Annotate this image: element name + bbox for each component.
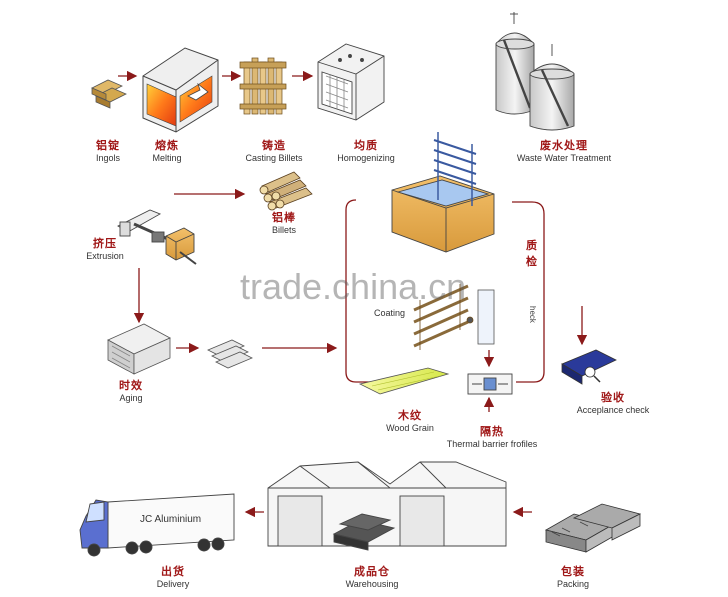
label-thermal-barrier-en: Thermal barrier frofiles [446, 439, 538, 449]
label-ingots-en: Ingols [95, 153, 121, 163]
label-billets: 铝棒 Billets [262, 212, 306, 236]
warehouse-illustration [267, 461, 507, 551]
quality-check-en: heck [528, 306, 537, 323]
profiles-illustration [207, 339, 253, 369]
quality-check-zh-1: 质 [526, 240, 537, 252]
label-acceptance-en: Acceplance check [576, 405, 650, 415]
casting-billets-illustration [239, 57, 287, 115]
label-packing-en: Packing [556, 579, 590, 589]
acceptance-check-illustration [561, 349, 617, 385]
label-casting: 铸造 Casting Billets [236, 140, 312, 164]
label-warehousing: 成品仓 Warehousing [340, 566, 404, 590]
label-delivery: 出货 Delivery [148, 566, 198, 590]
label-thermal-barrier-zh: 隔热 [480, 426, 504, 438]
label-melting-en: Melting [152, 153, 182, 163]
label-thermal-barrier: 隔热 Thermal barrier frofiles [440, 426, 544, 450]
billets-illustration [259, 171, 313, 211]
label-extrusion: 挤压 Extrusion [82, 238, 128, 262]
thermal-barrier-illustration [467, 350, 513, 412]
label-ingots: 铝锭 Ingols [86, 140, 130, 164]
label-melting: 熔炼 Melting [144, 140, 190, 164]
wood-grain-illustration [358, 367, 450, 395]
waste-water-tanks-illustration [495, 12, 575, 131]
label-acceptance-zh: 验收 [601, 392, 625, 404]
label-casting-en: Casting Billets [245, 153, 303, 163]
quality-check-zh-2: 检 [526, 256, 537, 268]
label-waste-water: 废水处理 Waste Water Treatment [506, 140, 622, 164]
label-billets-en: Billets [271, 225, 296, 235]
label-waste-water-zh: 废水处理 [540, 140, 588, 152]
label-casting-zh: 铸造 [262, 140, 286, 152]
label-billets-zh: 铝棒 [272, 212, 296, 224]
loop-right-bracket [512, 201, 545, 383]
label-wood-grain-zh: 木纹 [398, 410, 422, 422]
label-ingots-zh: 铝锭 [96, 140, 120, 152]
label-wood-grain-en: Wood Grain [386, 423, 434, 433]
coating-rack-illustration [413, 284, 495, 350]
label-waste-water-en: Waste Water Treatment [516, 153, 612, 163]
label-homogenizing: 均质 Homogenizing [326, 140, 406, 164]
label-aging-en: Aging [119, 393, 143, 403]
label-homogenizing-zh: 均质 [354, 140, 378, 152]
label-acceptance: 验收 Acceplance check [566, 392, 660, 416]
label-packing-zh: 包装 [561, 566, 585, 578]
aging-bundle-illustration [107, 323, 171, 375]
watermark-text: trade.china.cn [240, 266, 467, 307]
label-aging-zh: 时效 [119, 380, 143, 392]
label-aging: 时效 Aging [108, 380, 154, 404]
delivery-truck-illustration [79, 493, 235, 557]
label-melting-zh: 熔炼 [155, 140, 179, 152]
label-warehousing-en: Warehousing [345, 579, 399, 589]
ingots-illustration [91, 79, 127, 109]
label-delivery-zh: 出货 [161, 566, 185, 578]
loop-left-bracket [345, 199, 380, 383]
label-wood-grain: 木纹 Wood Grain [378, 410, 442, 434]
packing-bundles-illustration [544, 503, 642, 553]
label-extrusion-zh: 挤压 [93, 238, 117, 250]
extrusion-press-illustration [117, 209, 197, 265]
label-warehousing-zh: 成品仓 [354, 566, 390, 578]
anodizing-tank-illustration [391, 132, 495, 253]
label-coating-en: Coating [374, 308, 406, 318]
label-extrusion-en: Extrusion [86, 251, 124, 261]
truck-brand-text: JC Aluminium [140, 514, 202, 525]
label-delivery-en: Delivery [156, 579, 190, 589]
label-packing: 包装 Packing [548, 566, 598, 590]
label-homogenizing-en: Homogenizing [337, 153, 395, 163]
homogenizing-oven-illustration [317, 43, 385, 121]
melting-furnace-illustration [142, 47, 219, 133]
